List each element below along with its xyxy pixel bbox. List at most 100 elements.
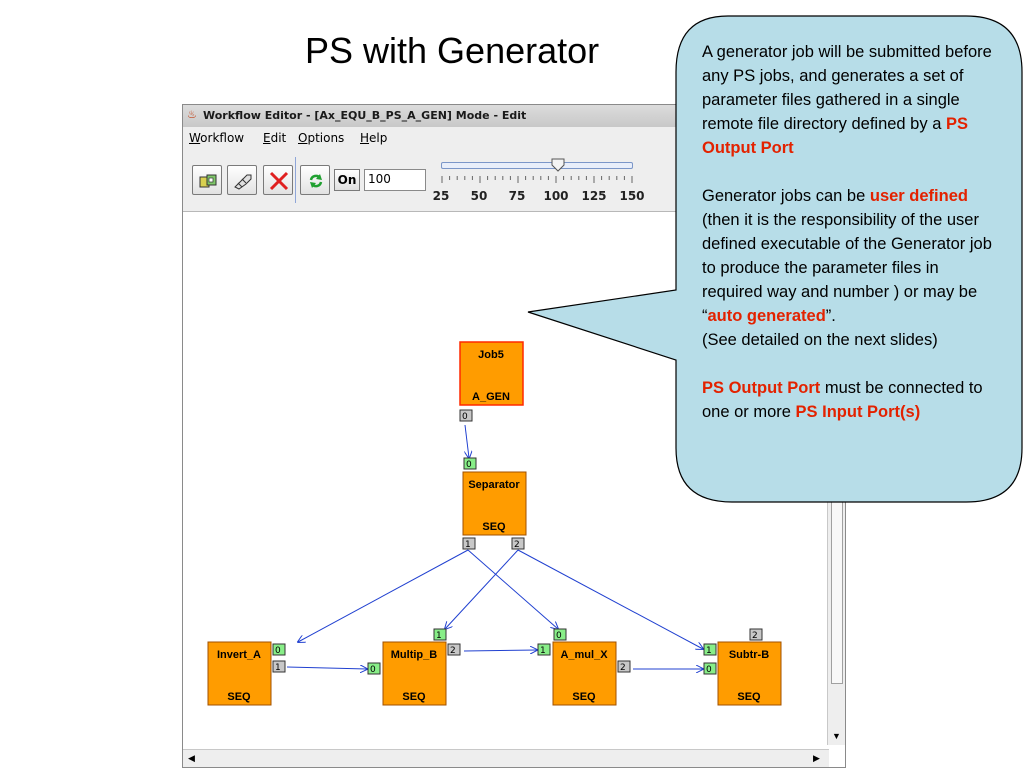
port-number: 0 (462, 412, 468, 422)
port-number: 0 (556, 631, 562, 641)
job-node[interactable]: Separator SEQ (462, 471, 527, 536)
callout-paragraph: PS Output Port must be connected to one … (702, 376, 997, 424)
job-name: Multip_B (391, 649, 437, 661)
input-port[interactable]: 1 (537, 643, 551, 656)
job-type: SEQ (572, 691, 596, 703)
callout-highlight: user defined (869, 187, 968, 205)
port-number: 1 (465, 540, 471, 550)
port-number: 0 (466, 460, 472, 470)
scroll-right-arrow-icon[interactable]: ▶ (813, 753, 820, 763)
callout-text-span: Generator jobs can be (702, 187, 870, 205)
callout-highlight: PS Output Port (702, 379, 821, 397)
input-port[interactable]: 0 (272, 643, 286, 656)
port-number: 1 (540, 646, 546, 656)
menu-workflow[interactable]: Workflow (189, 131, 245, 145)
input-port[interactable]: 0 (367, 662, 381, 675)
port-number: 1 (436, 631, 442, 641)
job-node[interactable]: Invert_A SEQ (207, 641, 272, 706)
output-port[interactable]: 2 (617, 660, 631, 673)
job-type: SEQ (482, 521, 506, 533)
zoom-tick-label: 125 (581, 189, 607, 203)
port-number: 0 (275, 646, 281, 656)
input-port[interactable]: 1 (433, 628, 447, 641)
zoom-tick-label: 50 (470, 189, 488, 203)
toolbar-separator (295, 157, 296, 203)
job-name: Job5 (478, 349, 504, 361)
job-type: A_GEN (472, 391, 510, 403)
output-port[interactable]: 1 (272, 660, 286, 673)
callout-text-span: ”. (825, 307, 836, 325)
menu-options[interactable]: Options (298, 131, 345, 145)
scroll-down-arrow-icon[interactable]: ▼ (832, 731, 841, 741)
callout-highlight: auto generated (707, 307, 826, 325)
red-x-icon (269, 171, 289, 191)
zoom-slider-ticks (441, 176, 633, 183)
callout-paragraph: A generator job will be submitted before… (702, 40, 997, 160)
edges (286, 424, 703, 669)
job-name: Invert_A (217, 649, 261, 661)
job-name: Subtr-B (729, 649, 769, 661)
job-node[interactable]: Multip_B SEQ (382, 641, 447, 706)
job-node[interactable]: Job5 A_GEN (459, 341, 524, 406)
port-number: 2 (620, 663, 626, 673)
edge[interactable] (467, 549, 558, 629)
job-node[interactable]: A_mul_X SEQ (552, 641, 617, 706)
zoom-slider-track[interactable] (441, 162, 633, 169)
callout-paragraph: Generator jobs can be user defined (then… (702, 184, 997, 352)
job-name: Separator (468, 479, 520, 491)
input-port[interactable]: 1 (703, 643, 717, 656)
input-port[interactable]: 0 (463, 457, 477, 470)
callout-text-span: (See detailed on the next slides) (702, 331, 938, 349)
zoom-slider-thumb[interactable] (551, 158, 565, 172)
horizontal-scrollbar[interactable]: ◀ ▶ (183, 749, 829, 767)
edge[interactable] (445, 549, 519, 629)
scroll-left-arrow-icon[interactable]: ◀ (188, 753, 195, 763)
green-refresh-icon (309, 174, 323, 188)
callout-text: A generator job will be submitted before… (702, 40, 997, 448)
zoom-tick-label: 150 (619, 189, 645, 203)
output-port[interactable]: 2 (511, 537, 525, 550)
port-number: 0 (706, 665, 712, 675)
port-number: 1 (706, 646, 712, 656)
new-job-icon (199, 174, 217, 188)
callout-highlight: PS Input Port(s) (795, 403, 921, 421)
edge[interactable] (298, 549, 469, 642)
edge[interactable] (286, 667, 367, 669)
output-port[interactable]: 2 (749, 628, 763, 641)
delete-button[interactable] (263, 165, 293, 195)
java-cup-icon: ♨ (187, 109, 197, 121)
input-port[interactable]: 0 (703, 662, 717, 675)
job-name: A_mul_X (560, 649, 608, 661)
edge[interactable] (463, 650, 537, 651)
input-port[interactable]: 0 (553, 628, 567, 641)
job-type: SEQ (227, 691, 251, 703)
zoom-input[interactable]: 100 (364, 169, 426, 191)
new-job-button[interactable] (192, 165, 222, 195)
callout-highlight: PS Output Port (702, 115, 968, 157)
cable-plug-icon (234, 174, 252, 190)
port-number: 0 (370, 665, 376, 675)
slide-title: PS with Generator (305, 30, 600, 71)
zoom-tick-label: 100 (543, 189, 569, 203)
port-number: 1 (275, 663, 281, 673)
port-number: 2 (514, 540, 520, 550)
port-number: 2 (450, 646, 456, 656)
callout-text-span: must be connected to one or more (702, 379, 983, 421)
window-title: Workflow Editor - [Ax_EQU_B_PS_A_GEN] Mo… (203, 109, 527, 122)
edge[interactable] (465, 424, 469, 458)
connect-ports-button[interactable] (227, 165, 257, 195)
output-port[interactable]: 0 (459, 409, 473, 422)
edge[interactable] (517, 549, 703, 649)
menu-help[interactable]: Help (360, 131, 388, 145)
job-type: SEQ (402, 691, 426, 703)
callout-text-span: (then it is the responsibility of the us… (702, 211, 992, 325)
on-toggle-button[interactable]: On (334, 169, 360, 191)
zoom-tick-label: 75 (508, 189, 526, 203)
job-node[interactable]: Subtr-B SEQ (717, 641, 782, 706)
port-number: 2 (752, 631, 758, 641)
callout-text-span: A generator job will be submitted before… (702, 43, 992, 133)
output-port[interactable]: 1 (462, 537, 476, 550)
output-port[interactable]: 2 (447, 643, 461, 656)
menu-edit[interactable]: Edit (263, 131, 287, 145)
refresh-button[interactable] (300, 165, 330, 195)
